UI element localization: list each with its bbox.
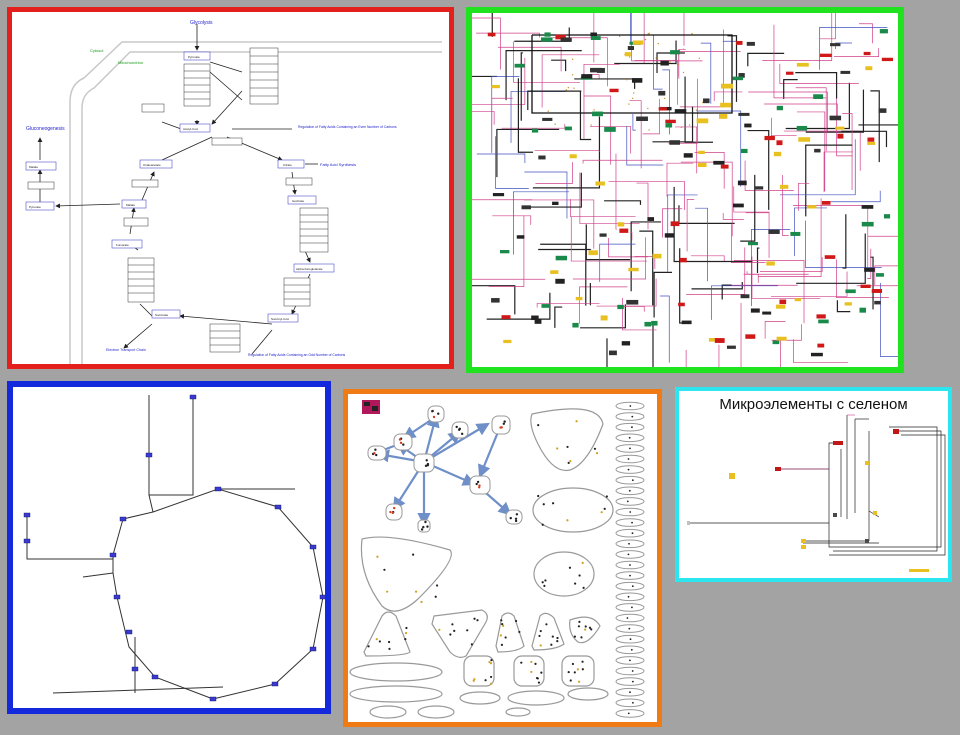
ring-pathway-panel[interactable] — [7, 381, 331, 714]
node-label-5: Succinyl-CoA — [271, 317, 289, 321]
selenium-pathway-diagram — [679, 391, 948, 578]
gluconeogenesis-label: Gluconeogenesis — [26, 126, 65, 132]
electron-transport-label: Electron Transport Chain — [106, 348, 146, 352]
node-label-2: Citrate — [283, 163, 292, 167]
glycolysis-label: Glycolysis — [190, 20, 213, 26]
mitochondrion-label: Mitochondrion — [118, 60, 143, 65]
tca-cycle-panel[interactable]: Cytosol Mitochondrion Glycolysis Glucone… — [7, 7, 454, 369]
fatty-synthesis-label: Fatty Acid Synthesis — [320, 162, 356, 167]
tca-cycle-diagram: Cytosol Mitochondrion Glycolysis Glucone… — [12, 12, 449, 364]
node-label-0: Pyruvate — [188, 55, 200, 59]
node-label-12: Malate — [29, 165, 38, 169]
cytosol-label: Cytosol — [90, 48, 103, 53]
dense-network-panel[interactable] — [466, 7, 904, 373]
fatty-even-label: Regulation of Fatty Acids Containing an … — [298, 125, 397, 129]
node-label-4: Alpha-Ketoglutarate — [296, 267, 323, 271]
node-label-8: Malate — [126, 203, 135, 207]
cluster-network-panel[interactable] — [343, 389, 662, 727]
node-label-7: Fumarate — [116, 243, 129, 247]
node-label-3: Isocitrate — [292, 199, 305, 203]
fatty-odd-label: Regulation of Fatty Acids Containing an … — [248, 353, 346, 357]
dense-network-diagram — [472, 13, 898, 367]
node-label-13: Pyruvate — [29, 205, 41, 209]
node-label-6: Succinate — [155, 313, 169, 317]
node-label-1: Acetyl-CoA — [183, 127, 198, 131]
pathway-logo-icon — [362, 400, 380, 414]
selenium-trace-panel[interactable]: Микроэлементы с селеном — [675, 387, 952, 582]
node-label-9: Oxaloacetate — [143, 163, 161, 167]
ring-pathway-diagram — [13, 387, 325, 708]
cluster-network-diagram — [348, 394, 657, 722]
